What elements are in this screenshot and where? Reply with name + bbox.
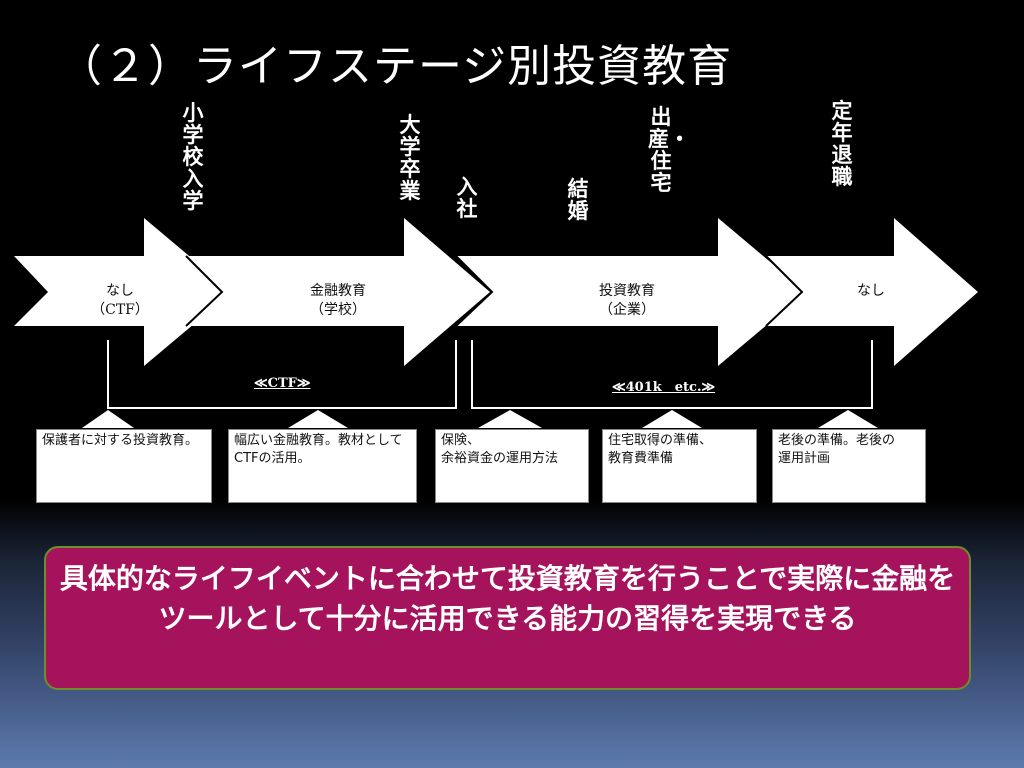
stage-arrow-none <box>766 218 978 366</box>
box-pointer-4 <box>642 410 702 428</box>
stage-line2: （CTF） <box>91 302 149 318</box>
stage-line1: なし <box>857 283 885 299</box>
401k-bracket-label: ≪401k etc.≫ <box>612 380 716 395</box>
box-pointer-5 <box>818 410 878 428</box>
slide-title: （２）ライフステージ別投資教育 <box>58 41 733 92</box>
stage-line2: （企業） <box>599 302 655 318</box>
event-label-elementary-entry: 小学校入学 <box>182 101 204 213</box>
ctf-bracket-line <box>107 340 457 409</box>
stage-none-ctf-text: なし （CTF） <box>55 282 185 320</box>
description-box-finance-education: 幅広い金融教育。教材としてCTFの活用。 <box>228 429 417 503</box>
stage-none-text: なし <box>806 282 936 301</box>
stage-line1: なし <box>106 283 134 299</box>
event-label-university-graduation: 大学卒業 <box>399 113 421 203</box>
ctf-bracket-label: ≪CTF≫ <box>254 376 311 391</box>
event-label-retirement: 定年退職 <box>831 99 853 189</box>
stage-arrow-investment-education <box>456 218 806 366</box>
description-box-retirement: 老後の準備。老後の 運用計画 <box>772 429 926 503</box>
summary-banner: 具体的なライフイベントに合わせて投資教育を行うことで実際に金融をツールとして十分… <box>44 546 971 690</box>
description-box-housing: 住宅取得の準備、 教育費準備 <box>602 429 757 503</box>
stage-finance-education-text: 金融教育 （学校） <box>273 282 403 320</box>
event-label-marriage: 結婚 <box>567 177 589 223</box>
box-pointer-3 <box>478 410 542 428</box>
box-pointer-1 <box>82 410 134 428</box>
description-box-insurance: 保険、 余裕資金の運用方法 <box>435 429 589 503</box>
stage-line2: （学校） <box>310 302 366 318</box>
stage-line1: 投資教育 <box>599 283 655 299</box>
description-box-guardians: 保護者に対する投資教育。 <box>36 429 212 503</box>
event-label-joining-company: 入社 <box>456 175 478 221</box>
stage-arrow-finance-education <box>186 218 490 366</box>
box-pointer-2 <box>288 410 348 428</box>
401k-bracket-line <box>471 340 873 409</box>
stage-arrow-none-ctf <box>14 218 232 366</box>
stage-investment-education-text: 投資教育 （企業） <box>562 282 692 320</box>
stage-line1: 金融教育 <box>310 283 366 299</box>
